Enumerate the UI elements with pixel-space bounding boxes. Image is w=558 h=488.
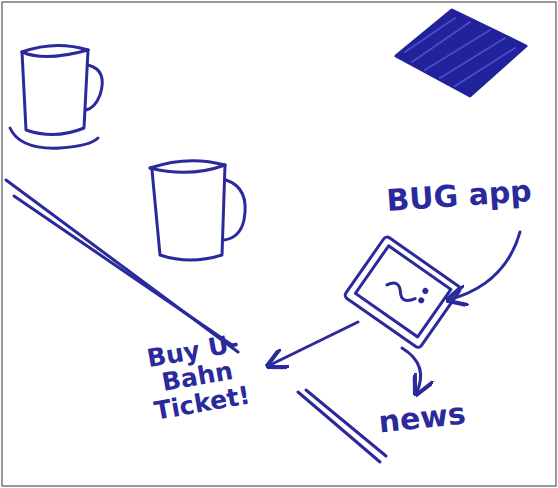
leader-arrow [268, 322, 358, 366]
leader-arrow [402, 348, 421, 394]
scribbled-tablet [396, 10, 526, 96]
handwritten-note: BUG app [383, 175, 535, 217]
phone [344, 235, 462, 348]
mug [150, 161, 245, 260]
table-edge [6, 180, 386, 462]
leader-arrow [448, 232, 520, 300]
mug [10, 45, 102, 148]
handwritten-note: news [371, 397, 474, 439]
handwritten-note: Buy U-Bahn Ticket! [129, 328, 266, 427]
